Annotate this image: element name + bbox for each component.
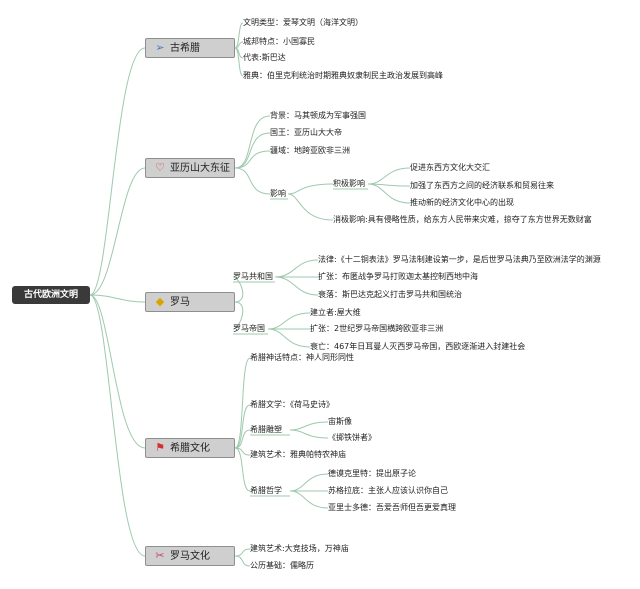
roman-calendar: 公历基础：儒略历: [250, 561, 314, 570]
branch-label: 罗马: [170, 297, 190, 308]
greece-representative: 代表:斯巴达: [243, 53, 286, 62]
branch-label: 罗马文化: [170, 551, 210, 562]
branch-label: 亚历山大东征: [170, 163, 230, 174]
alexander-positive-item: 推动新的经济文化中心的出现: [410, 198, 514, 207]
rome-empire-expansion: 扩张：2世纪罗马帝国横跨欧亚非三洲: [310, 324, 444, 333]
branch-alexander-campaign[interactable]: ♡ 亚历山大东征: [145, 158, 235, 178]
alexander-positive-item: 加强了东西方之间的经济联系和贸易往来: [410, 181, 554, 190]
heart-icon: ♡: [155, 161, 165, 174]
greece-city-state-features: 城邦特点：小国寡民: [243, 37, 315, 46]
greek-literature: 希腊文学：《荷马史诗》: [250, 400, 334, 409]
greek-philosopher: 亚里士多德：吾爱吾师但吾更爱真理: [328, 503, 456, 512]
alexander-influence-label: 影响: [270, 189, 286, 198]
branch-greek-culture[interactable]: ⚑ 希腊文化: [145, 438, 235, 458]
alexander-negative: 消极影响:具有侵略性质，给东方人民带来灾难，掠夺了东方世界无数财富: [333, 215, 592, 224]
greek-philosopher: 德谟克里特：提出原子论: [328, 469, 416, 478]
greece-civilization-type: 文明类型：爱琴文明（海洋文明）: [243, 18, 363, 27]
greek-philosophy-label: 希腊哲学: [250, 486, 282, 495]
alexander-king: 国王：亚历山大大帝: [270, 128, 342, 137]
branch-rome[interactable]: ◆ 罗马: [145, 292, 235, 312]
diamond-icon: ◆: [155, 295, 165, 308]
alexander-positive-label: 积极影响: [333, 179, 365, 188]
puzzle-icon: ✂: [155, 549, 165, 562]
greek-sculpture-item: 宙斯像: [328, 417, 352, 426]
rome-republic-law: 法律:《十二铜表法》罗马法制建设第一步，是后世罗马法典乃至欧洲法学的渊源: [318, 255, 601, 264]
alexander-background: 背景：马其顿成为军事强国: [270, 111, 366, 120]
greece-athens: 雅典：伯里克利统治时期雅典奴隶制民主政治发展到高峰: [243, 71, 443, 80]
branch-ancient-greece[interactable]: ➢ 古希腊: [145, 38, 235, 58]
alexander-positive-item: 促进东西方文化大交汇: [410, 163, 490, 172]
roman-architecture: 建筑艺术:大竞技场，万神庙: [250, 544, 349, 553]
branch-roman-culture[interactable]: ✂ 罗马文化: [145, 546, 235, 566]
rome-empire-fall: 衰亡：467年日耳曼人灭西罗马帝国，西欧逐渐进入封建社会: [310, 342, 526, 351]
root-node[interactable]: 古代欧洲文明: [12, 286, 90, 304]
flag-icon: ⚑: [155, 441, 165, 454]
greek-architecture: 建筑艺术：雅典帕特农神庙: [250, 450, 346, 459]
rome-empire-founder: 建立者:屋大维: [310, 308, 361, 317]
rome-republic-decline: 衰落：斯巴达克起义打击罗马共和国统治: [318, 290, 462, 299]
rome-republic-label: 罗马共和国: [233, 272, 273, 281]
greek-philosopher: 苏格拉底：主张人应该认识你自己: [328, 486, 448, 495]
branch-label: 古希腊: [170, 43, 200, 54]
greek-sculpture-item: 《掷铁饼者》: [328, 433, 376, 442]
rome-empire-label: 罗马帝国: [233, 324, 265, 333]
rome-republic-expansion: 扩张：布匿战争罗马打败迦太基控制西地中海: [318, 272, 478, 281]
greek-sculpture-label: 希腊雕塑: [250, 425, 282, 434]
paper-plane-icon: ➢: [155, 41, 165, 54]
greek-myth: 希腊神话特点：神人同形同性: [250, 353, 354, 362]
branch-label: 希腊文化: [170, 443, 210, 454]
alexander-territory: 疆域：地跨亚欧非三洲: [270, 146, 350, 155]
